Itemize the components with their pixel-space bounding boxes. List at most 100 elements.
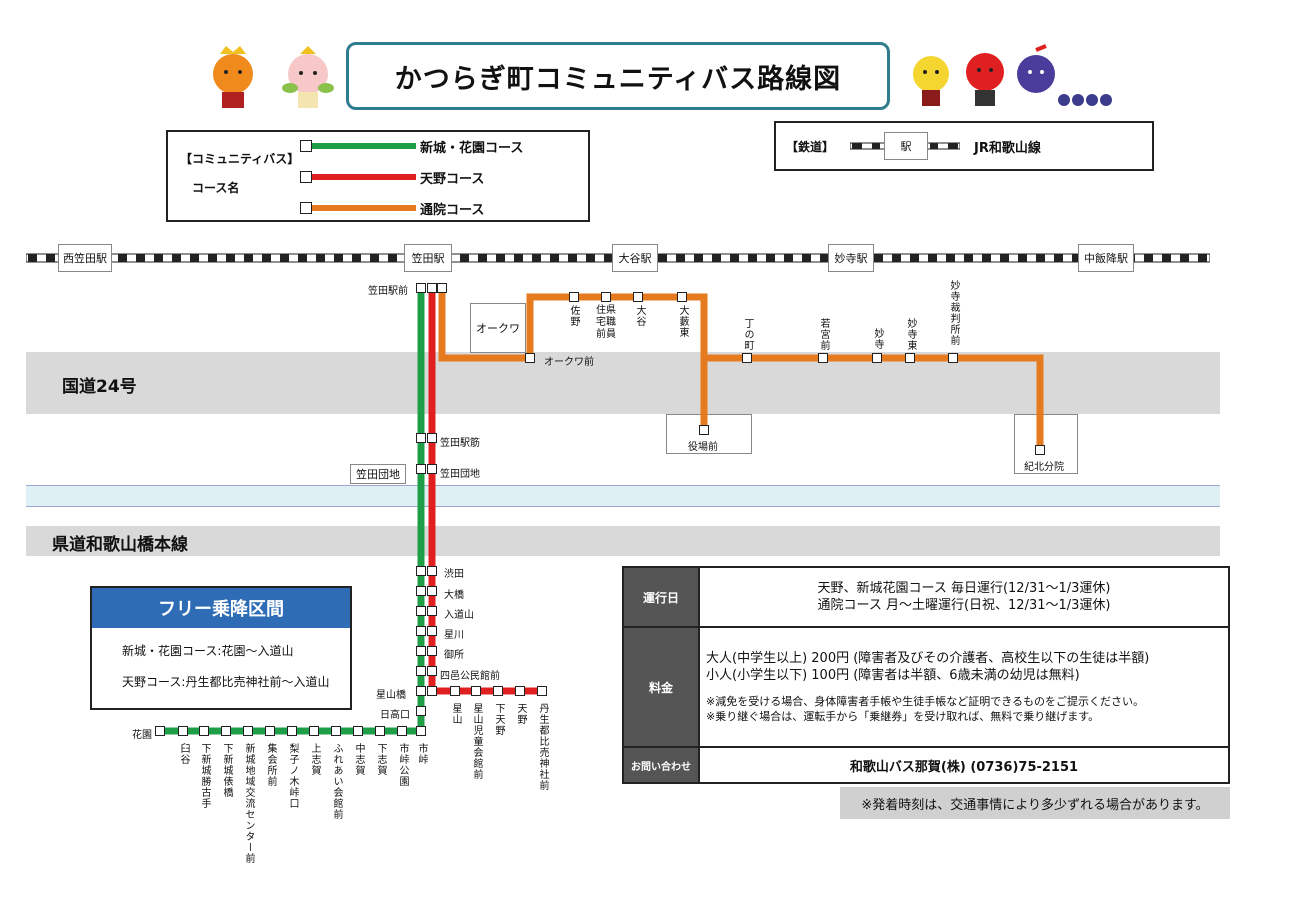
railway-tie [1162, 254, 1171, 262]
legend-line-orange [312, 205, 416, 211]
bus-stop-marker [287, 726, 297, 736]
bus-stop-marker [397, 726, 407, 736]
bus-stop-marker [178, 726, 188, 736]
bus-stop-marker [416, 464, 426, 474]
railway-tie [1036, 254, 1045, 262]
stop-label-amano: 下天野 [493, 703, 504, 736]
stop-label-amano: 丹生都比売神社前 [537, 703, 548, 791]
route24-road [26, 352, 1220, 414]
railway-tie [316, 254, 325, 262]
rail-legend: 【鉄道】 駅 JR和歌山線 [774, 121, 1154, 171]
bus-stop-marker [155, 726, 165, 736]
stop-label-amano: 星山児童会館前 [471, 703, 482, 780]
stop-label-myoji-higashi: 妙寺東 [905, 318, 916, 351]
bus-stop-marker [331, 726, 341, 736]
bus-stop-marker [633, 292, 643, 302]
landmark-kasada-danchi: 笠田団地 [350, 464, 406, 484]
bus-stop-marker [416, 606, 426, 616]
days-row: 通院コース 月～土曜運行(日祝、12/31～1/3運休) [817, 598, 1111, 613]
stop-label-okuwa-mae: オークワ前 [544, 357, 594, 368]
stop-label-shiyu-kouminkan: 四邑公民館前 [440, 671, 500, 682]
stop-label-kasada-eki-mae: 笠田駅前 [368, 286, 408, 297]
stop-label-otani: 大谷 [634, 305, 645, 327]
bus-stop-marker [525, 353, 535, 363]
railway-tie [28, 254, 37, 262]
legend-line-red [312, 174, 416, 180]
stop-label-south: 市峠 [416, 743, 427, 765]
stop-label-kasada-eki-suji: 笠田駅筋 [440, 438, 480, 449]
stop-label-yakuba-mae: 役場前 [688, 442, 718, 453]
free-zone-row: 天野コース:丹生都比売神社前～入道山 [122, 675, 330, 689]
railway-tie [730, 254, 739, 262]
legend-bus-label: 【コミュニティバス】 [180, 152, 300, 166]
bus-stop-marker [699, 425, 709, 435]
bus-stop-marker [537, 686, 547, 696]
stop-label-wakamiya-mae: 若宮前 [818, 318, 829, 351]
stop-label-hoshiyamabashi: 星山橋 [376, 690, 406, 701]
timing-note: ※発着時刻は、交通事情により多少ずれる場合があります。 [840, 787, 1230, 819]
bus-stop-marker [416, 283, 426, 293]
stop-label-amano: 天野 [515, 703, 526, 725]
bus-stop-marker [265, 726, 275, 736]
stop-label-south: 下新城俵橋 [221, 743, 232, 798]
stop-label-juken-shokuin: 住県宅職前員 [596, 305, 616, 340]
railway-tie [244, 254, 253, 262]
railway-tie [496, 254, 505, 262]
bus-stop-marker [427, 626, 437, 636]
legend-stop-marker [300, 171, 312, 183]
page-title: かつらぎ町コミュニティバス路線図 [346, 42, 890, 110]
railway-tie [946, 254, 955, 262]
railway-tie [334, 254, 343, 262]
bus-stop-marker [742, 353, 752, 363]
stop-label-south: 下新城勝古手 [199, 743, 210, 809]
stop-label-south: 中志賀 [353, 743, 364, 776]
bus-stop-marker [677, 292, 687, 302]
bus-stop-marker [309, 726, 319, 736]
mascot-grape-icon [1012, 44, 1120, 110]
railway-tie [478, 254, 487, 262]
bus-stop-marker [427, 566, 437, 576]
railway-tie [658, 254, 667, 262]
legend-course-orange: 通院コース [420, 203, 485, 218]
railway-tie [388, 254, 397, 262]
landmark-town-office [666, 414, 752, 454]
stop-label-kihoku-bunin: 紀北分院 [1024, 462, 1064, 473]
legend-line-green [312, 143, 416, 149]
bus-stop-marker [427, 586, 437, 596]
railway-tie [586, 254, 595, 262]
route24-label: 国道24号 [62, 377, 137, 397]
railway-tie [568, 254, 577, 262]
days-label: 運行日 [622, 566, 700, 628]
station-myoji: 妙寺駅 [828, 244, 874, 272]
days-row: 天野、新城花園コース 毎日運行(12/31～1/3運休) [817, 581, 1111, 596]
bus-stop-marker [416, 666, 426, 676]
bus-stop-marker [905, 353, 915, 363]
railway-tie [46, 254, 55, 262]
rail-legend-station: 駅 [884, 132, 928, 160]
station-nishikaseda: 西笠田駅 [58, 244, 112, 272]
stop-label-oyabu-higashi: 大藪東 [677, 305, 688, 338]
railway-tie [910, 254, 919, 262]
bus-stop-marker [375, 726, 385, 736]
railway-tie [676, 254, 685, 262]
bus-stop-marker [416, 626, 426, 636]
fare-note: ※減免を受ける場合、身体障害者手帳や生徒手帳など証明できるものをご提示ください。 [706, 695, 1144, 708]
stop-label-kasada-danchi: 笠田団地 [440, 469, 480, 480]
station-nakaiburi: 中飯降駅 [1078, 244, 1134, 272]
railway-tie [1180, 254, 1189, 262]
legend-stop-marker [300, 202, 312, 214]
railway-tie [820, 254, 829, 262]
bus-stop-marker [948, 353, 958, 363]
bus-stop-marker [427, 464, 437, 474]
free-zone-row: 新城・花園コース:花園～入道山 [122, 644, 294, 658]
railway-tie [964, 254, 973, 262]
bus-stop-marker [199, 726, 209, 736]
railway-tie [1018, 254, 1027, 262]
bus-stop-marker [221, 726, 231, 736]
course-legend: 【コミュニティバス】 コース名 新城・花園コース 天野コース 通院コース [166, 130, 590, 222]
free-zone-heading: フリー乗降区間 [92, 588, 350, 628]
fare-row: 小人(小学生以下) 100円 (障害者は半額、6歳未満の幼児は無料) [706, 668, 1080, 683]
station-kaseda: 笠田駅 [404, 244, 452, 272]
stop-label-south: 市峠公園 [397, 743, 408, 787]
bus-stop-marker [437, 283, 447, 293]
